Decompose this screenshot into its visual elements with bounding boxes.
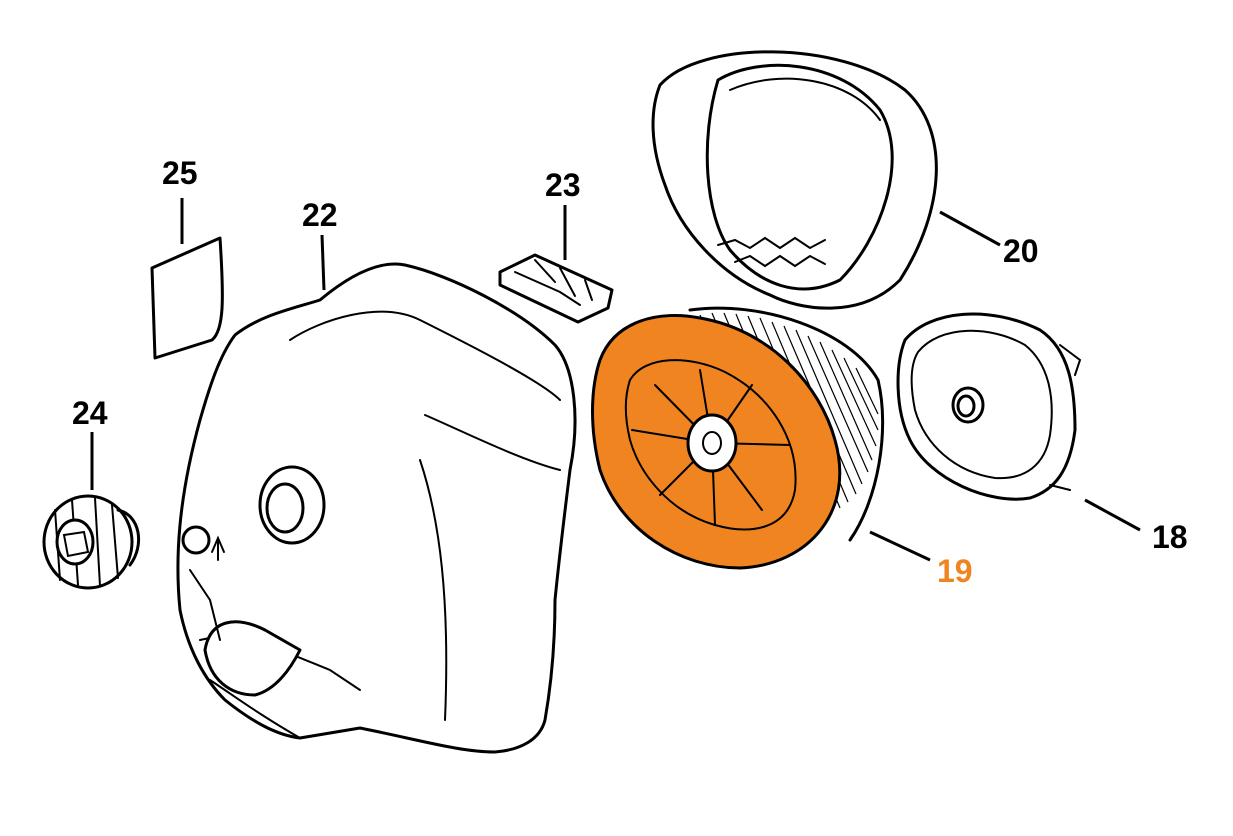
label-part-19[interactable]: 19 <box>937 553 973 589</box>
part-18-base-plate[interactable] <box>896 312 1082 501</box>
part-22-cover[interactable] <box>176 262 577 754</box>
filter-spokes <box>631 369 791 526</box>
label-part-23[interactable]: 23 <box>545 167 581 203</box>
leader-20 <box>939 210 1001 247</box>
part-19-air-filter[interactable] <box>591 306 885 570</box>
part-24-knob[interactable] <box>42 494 140 590</box>
leader-19 <box>869 530 931 562</box>
label-part-18[interactable]: 18 <box>1152 519 1188 555</box>
label-part-22[interactable]: 22 <box>302 197 338 233</box>
part-25-label-sticker[interactable] <box>150 236 224 360</box>
label-part-25[interactable]: 25 <box>162 155 198 191</box>
part-number-labels: 25 22 23 20 24 18 19 <box>72 155 1188 589</box>
label-part-20[interactable]: 20 <box>1003 233 1039 269</box>
leader-lines <box>90 198 1141 562</box>
leader-18 <box>1084 498 1141 532</box>
label-part-24[interactable]: 24 <box>72 395 108 431</box>
leader-22 <box>320 234 326 291</box>
part-20-filter-band[interactable] <box>651 50 938 310</box>
part-23-bracket[interactable] <box>498 253 614 324</box>
